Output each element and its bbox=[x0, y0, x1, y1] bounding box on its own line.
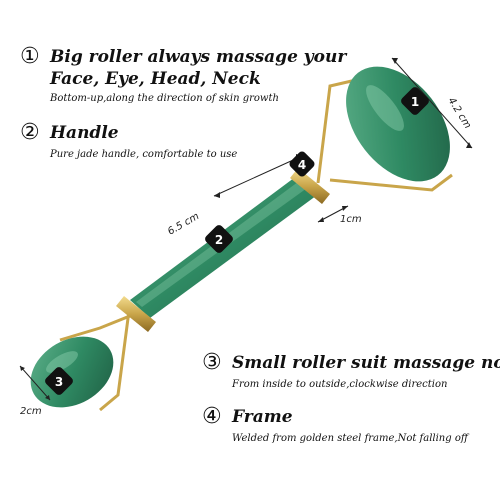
feature-2-subtitle: Pure jade handle, comfortable to use bbox=[50, 149, 238, 160]
feature-1-number: ① bbox=[20, 44, 40, 69]
badge-4: 4 bbox=[289, 151, 315, 177]
feature-2-number: ② bbox=[20, 120, 40, 145]
badge-1: 1 bbox=[401, 87, 429, 115]
feature-1-title-line2: Face, Eye, Head, Neck bbox=[50, 69, 261, 89]
dim-line-small-roller bbox=[19, 365, 51, 401]
badge-1-label: 1 bbox=[411, 95, 419, 109]
feature-3-title: Small roller suit massage nose, eye bbox=[232, 353, 500, 373]
feature-4-number: ④ bbox=[202, 404, 222, 429]
feature-4-title: Frame bbox=[232, 407, 293, 427]
badge-4-label: 4 bbox=[298, 158, 306, 172]
feature-1-subtitle: Bottom-up,along the direction of skin gr… bbox=[50, 93, 279, 104]
badge-2-label: 2 bbox=[215, 233, 223, 247]
gold-caps bbox=[116, 168, 330, 332]
feature-3-subtitle: From inside to outside,clockwise directi… bbox=[232, 379, 448, 390]
feature-4-subtitle: Welded from golden steel frame,Not falli… bbox=[232, 433, 468, 444]
badge-2: 2 bbox=[205, 225, 233, 253]
feature-3-number: ③ bbox=[202, 350, 222, 375]
dim-label-big-roller: 4.2 cm bbox=[445, 96, 473, 131]
small-roller bbox=[30, 336, 114, 408]
feature-2-title: Handle bbox=[50, 123, 119, 143]
badge-3-label: 3 bbox=[55, 375, 63, 389]
gold-frame bbox=[59, 78, 453, 412]
dim-label-handle-length: 6.5 cm bbox=[166, 211, 201, 238]
dim-line-big-roller bbox=[391, 57, 473, 149]
dim-label-small-roller: 2cm bbox=[20, 406, 42, 417]
badge-3: 3 bbox=[45, 367, 73, 395]
dim-label-handle-width: 1cm bbox=[340, 214, 362, 225]
feature-1-title: Big roller always massage your bbox=[50, 47, 347, 67]
dim-line-handle-length bbox=[213, 155, 303, 197]
